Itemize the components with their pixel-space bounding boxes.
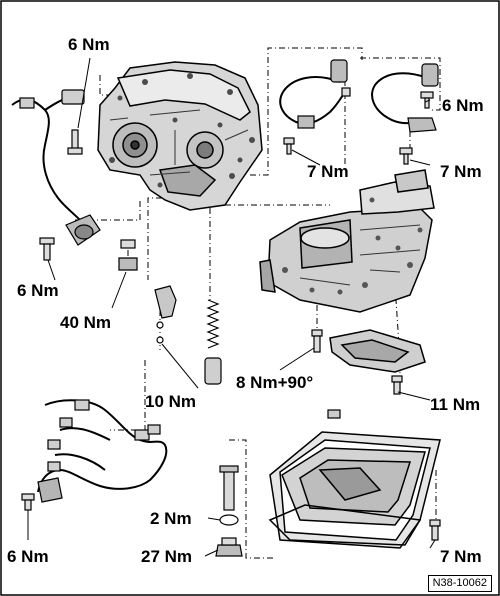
torque-label-strainer-bolt: 11 Nm <box>430 395 481 414</box>
sensor-right-head <box>407 63 439 133</box>
bracket-10nm <box>154 285 177 344</box>
oil-pan <box>281 447 426 526</box>
drain-plug-40nm <box>118 239 138 271</box>
spring <box>206 299 220 349</box>
harness-connector <box>19 89 85 109</box>
speed-sensor-left <box>65 214 101 246</box>
valve-body <box>259 169 435 313</box>
pan-bolt <box>429 519 441 541</box>
torque-label-valve-body-bolt: 8 Nm+90° <box>236 373 314 392</box>
overflow-tube <box>219 465 239 511</box>
torque-label-drain-plug-40: 40 Nm <box>60 313 112 332</box>
harness-plugs <box>47 399 161 472</box>
oil-pan-gasket-lower <box>268 504 422 546</box>
sensor-center-head <box>297 59 348 129</box>
torque-label-pan-bolt: 7 Nm <box>440 547 482 566</box>
strainer-bolt <box>391 375 403 395</box>
housing-bolt <box>67 129 83 155</box>
callout-lines <box>27 57 436 557</box>
torque-label-sensor-left: 6 Nm <box>17 281 59 300</box>
torque-label-seal-washer: 2 Nm <box>150 509 192 528</box>
internal-wiring-harness <box>37 399 168 493</box>
torque-label-bracket-10: 10 Nm <box>145 392 197 411</box>
seal-washer <box>219 514 239 526</box>
sensor-right-bolts <box>399 91 434 165</box>
reference-code: N38-10062 <box>427 575 492 592</box>
torque-label-drain-plug-27: 27 Nm <box>141 547 193 566</box>
piston <box>204 357 222 385</box>
sensor-bolt-left <box>39 237 55 261</box>
valve-body-bolt <box>311 329 323 353</box>
left-wiring-harness <box>11 97 81 221</box>
oil-strainer <box>329 329 426 373</box>
sensor-center-bolt <box>283 87 351 155</box>
harness-sensor-bolt <box>21 477 63 511</box>
speed-sensor-right <box>371 72 429 125</box>
oil-pan-magnet <box>327 409 341 419</box>
torque-label-sensor-center: 7 Nm <box>307 162 349 181</box>
speed-sensor-center <box>279 76 346 125</box>
torque-label-harness-bolt: 6 Nm <box>7 547 49 566</box>
torque-label-housing-bolt: 6 Nm <box>68 35 110 54</box>
torque-label-sensor-right-bottom: 7 Nm <box>440 162 482 181</box>
transmission-housing <box>97 61 263 211</box>
drain-plug-27nm <box>215 537 243 557</box>
torque-label-sensor-right-top: 6 Nm <box>442 96 484 115</box>
